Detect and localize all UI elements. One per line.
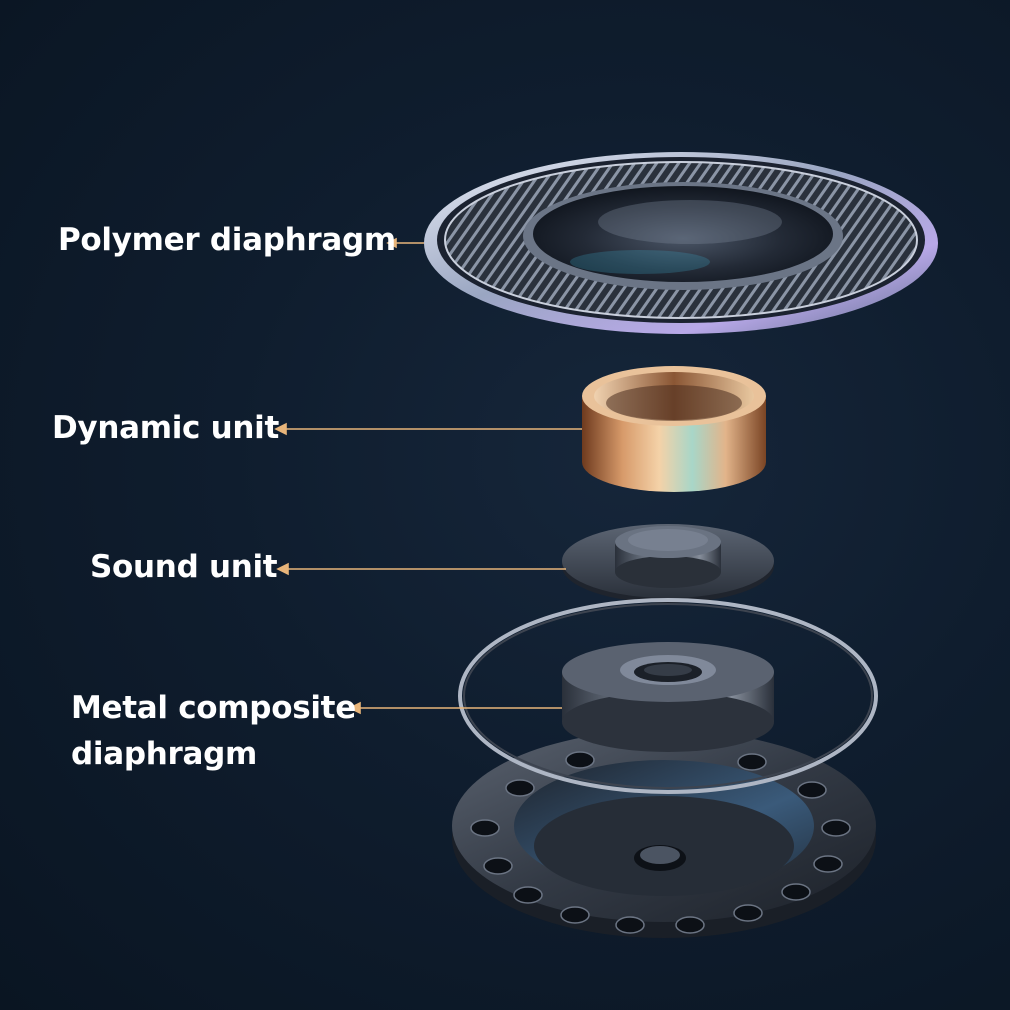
label-polymer-diaphragm: Polymer diaphragm <box>58 217 396 263</box>
label-polymer-text: Polymer diaphragm <box>58 222 396 258</box>
vent-holes <box>470 751 851 934</box>
polymer-diaphragm-part <box>424 152 938 334</box>
label-dynamic-unit: Dynamic unit <box>52 405 279 451</box>
label-sound-unit: Sound unit <box>90 544 278 590</box>
label-metal-line1: Metal composite <box>71 690 356 726</box>
leader-lines <box>274 237 582 715</box>
label-sound-text: Sound unit <box>90 549 278 585</box>
sound-unit-part <box>562 524 774 603</box>
label-metal-composite-diaphragm: Metal composite diaphragm <box>71 685 356 777</box>
label-metal-line2: diaphragm <box>71 736 257 772</box>
label-dynamic-text: Dynamic unit <box>52 410 280 446</box>
dynamic-unit-part <box>582 366 766 492</box>
metal-composite-diaphragm-part <box>452 598 878 938</box>
